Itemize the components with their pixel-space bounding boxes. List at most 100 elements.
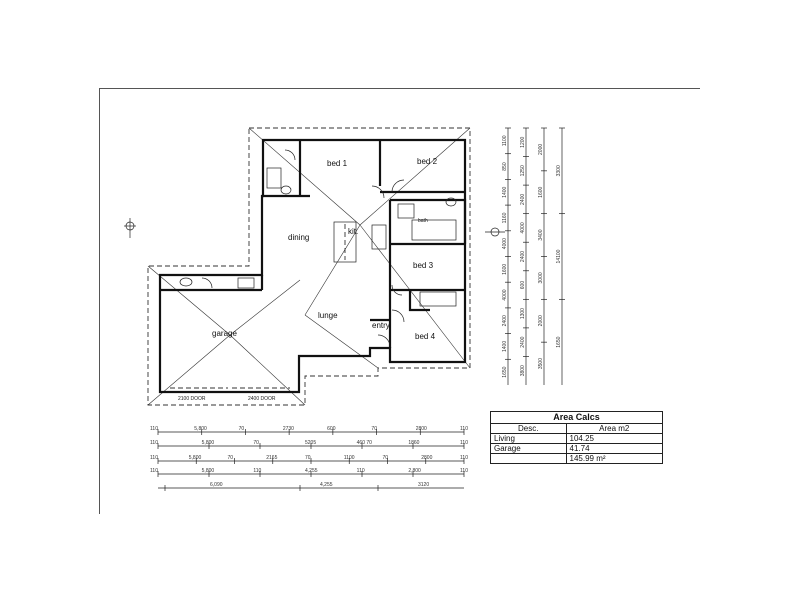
col-desc-header: Desc.	[490, 423, 567, 434]
vertical-dimension-label: 3300	[556, 165, 562, 176]
dimension-label: 2800	[416, 426, 427, 432]
area-calcs-table: Area Calcs Desc. Area m2 Living 104.25 G…	[490, 411, 664, 464]
vertical-dimension-label: 2400	[520, 336, 526, 347]
vertical-dimension-label: 850	[502, 162, 508, 171]
vertical-dimension-label: 1600	[502, 264, 508, 275]
wardrobe	[419, 291, 457, 307]
dimension-label: 2800	[421, 455, 432, 461]
room-kit: kit.	[348, 227, 358, 236]
dimension-label: 2165	[266, 455, 277, 461]
row-area: 41.74	[565, 443, 664, 454]
row-desc: Garage	[490, 443, 567, 454]
row-area: 104.25	[565, 433, 664, 444]
vertical-dimension-label: 600	[520, 281, 526, 290]
room-entry: entry	[372, 321, 390, 330]
garage-door-label-1: 2100 DOOR	[178, 396, 206, 402]
vertical-dimension-label: 3000	[538, 272, 544, 283]
door-swings	[201, 149, 405, 348]
dimension-label: 110	[150, 426, 158, 432]
row-desc: Living	[490, 433, 567, 444]
room-bath: bath	[418, 218, 428, 224]
toilet-icon	[445, 197, 457, 207]
vertical-dimension-label: 4000	[502, 238, 508, 249]
internal-walls	[160, 140, 467, 348]
dimension-label: 70	[383, 455, 389, 461]
room-bed3: bed 3	[413, 261, 434, 270]
vertical-dimension-label: 3500	[538, 358, 544, 369]
dimension-label: 110	[253, 468, 261, 474]
vertical-dimension-label: 2400	[502, 315, 508, 326]
vertical-dimension-label: 2400	[520, 194, 526, 205]
table-row: Garage 41.74	[490, 443, 664, 454]
vertical-dimension-label: 2000	[538, 144, 544, 155]
dimension-label: 2,800	[408, 468, 421, 474]
dimension-label: 3120	[418, 482, 429, 488]
dimension-label: 70	[371, 426, 377, 432]
vertical-dimension-label: 3400	[538, 229, 544, 240]
washer	[237, 277, 255, 289]
vertical-dimension-label: 1160	[502, 212, 508, 223]
vertical-dimension-label: 1400	[502, 341, 508, 352]
dimension-label: 5,800	[202, 468, 215, 474]
toilet-icon	[280, 185, 292, 195]
linen-cupboard	[397, 203, 415, 219]
row-area-total: 145.99 m²	[565, 453, 664, 464]
dimension-label: 4,255	[320, 482, 333, 488]
dimension-label: 70	[239, 426, 245, 432]
garage-door-label-2: 2400 DOOR	[248, 396, 276, 402]
north-arrow-icon	[485, 227, 505, 237]
room-lunge: lunge	[318, 311, 338, 320]
dimension-label: 6,090	[210, 482, 223, 488]
drawing-frame	[99, 88, 700, 514]
dimension-label: 110	[150, 455, 158, 461]
dimension-label: 70	[228, 455, 234, 461]
table-row: Living 104.25	[490, 433, 664, 444]
vertical-dimension-label: 1100	[502, 135, 508, 146]
dimension-label: 5,800	[194, 426, 207, 432]
room-bed2: bed 2	[417, 157, 438, 166]
vertical-dimension-label: 14100	[556, 249, 562, 263]
vertical-dimension-label: 1200	[520, 136, 526, 147]
roof-hip-lines	[147, 127, 471, 406]
dimension-label: 5,800	[189, 455, 202, 461]
row-desc-empty	[490, 453, 567, 464]
laundry-tub	[179, 277, 193, 287]
dimension-label: 5,800	[202, 440, 215, 446]
dimension-label: 70	[305, 455, 311, 461]
vertical-dimension-label: 3800	[520, 365, 526, 376]
vertical-dimension-label: 1300	[520, 308, 526, 319]
dimension-label: 110	[357, 468, 365, 474]
shower	[266, 167, 282, 189]
vertical-dimension-label: 2400	[520, 251, 526, 262]
right-dimension-lines: 1100 850 1400 1160 4000 1600 4000 2400 1400 1650 1…	[502, 127, 565, 385]
vertical-dimension-label: 4000	[502, 289, 508, 300]
dimension-label: 600	[327, 426, 336, 432]
vertical-dimension-label: 1250	[520, 165, 526, 176]
table-row-total: 145.99 m²	[490, 453, 664, 464]
vertical-dimension-label: 1650	[556, 336, 562, 347]
room-bed1: bed 1	[327, 159, 348, 168]
roof-outline	[147, 127, 471, 406]
col-area-header: Area m2	[565, 423, 664, 434]
room-garage: garage	[212, 329, 237, 338]
area-calcs-title: Area Calcs	[490, 411, 663, 424]
vertical-dimension-label: 1650	[502, 366, 508, 377]
vertical-dimension-label: 1400	[502, 186, 508, 197]
dimension-label: 110	[150, 440, 158, 446]
bath-tub	[411, 219, 457, 241]
north-arrow-icon	[124, 218, 136, 238]
dimension-label: 70	[253, 440, 259, 446]
vertical-dimension-label: 4000	[520, 222, 526, 233]
vertical-dimension-label: 2000	[538, 315, 544, 326]
dimension-label: 110	[150, 468, 158, 474]
dimension-label: 4,255	[305, 468, 318, 474]
kitchen-bench	[371, 224, 387, 250]
dimension-label: 2730	[283, 426, 294, 432]
external-walls	[158, 138, 467, 394]
kitchen-island	[333, 221, 357, 263]
room-bed4: bed 4	[415, 332, 436, 341]
dimension-label: 1860	[408, 440, 419, 446]
vertical-dimension-label: 1600	[538, 186, 544, 197]
room-dining: dining	[288, 233, 309, 242]
